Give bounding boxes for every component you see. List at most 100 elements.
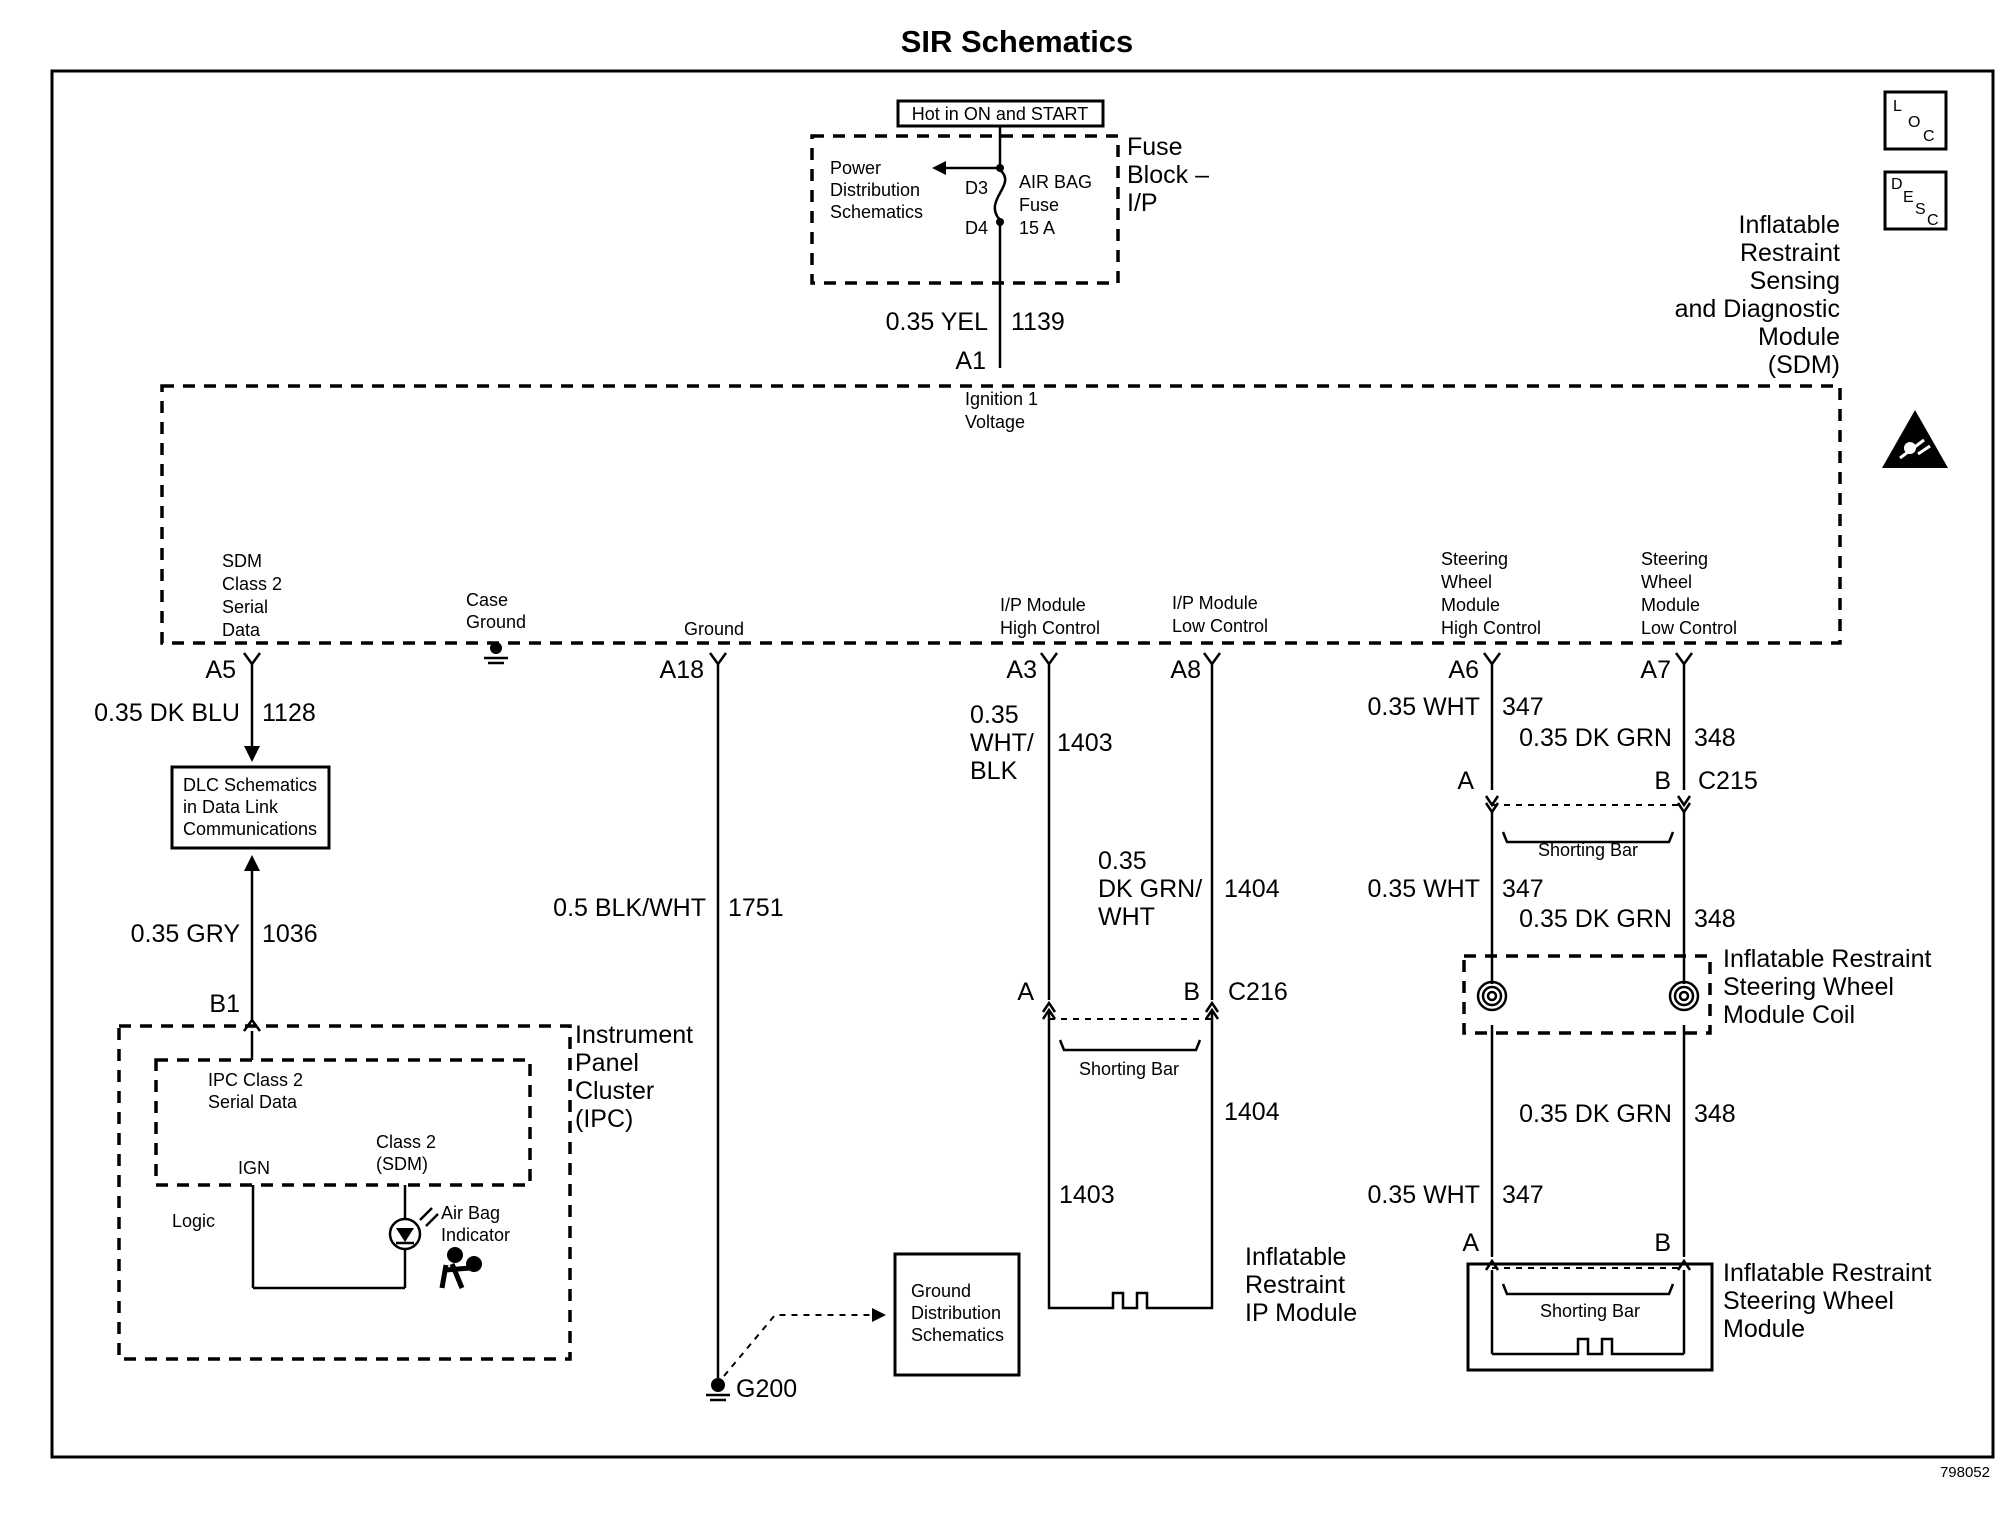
desc-icon[interactable]: D E S C: [1883, 170, 1948, 231]
svg-text:DLC Schematics: DLC Schematics: [183, 775, 317, 795]
svg-text:High Control: High Control: [1000, 618, 1100, 638]
pin-d3-label: D3: [965, 178, 988, 198]
sw-module-pin-a: A: [1462, 1229, 1479, 1257]
ipc-class2-sdm-label: Class 2 (SDM): [376, 1132, 436, 1174]
pin-a18-label: A18: [660, 656, 704, 684]
c215-pin-b: B: [1654, 767, 1671, 795]
svg-text:(SDM): (SDM): [376, 1154, 428, 1174]
c215-label: C215: [1698, 767, 1758, 795]
wire-ip-low-label: 0.35 DK GRN/ WHT 1404: [1098, 847, 1280, 931]
wire-ground: [708, 652, 728, 1378]
case-ground-symbol: [484, 642, 508, 665]
svg-text:L: L: [1893, 98, 1902, 115]
airbag-fuse-label: AIR BAG Fuse 15 A: [1019, 172, 1092, 238]
wire-data-sdm: [242, 652, 262, 762]
pin-a3-label: A3: [1006, 656, 1037, 684]
svg-text:(SDM): (SDM): [1768, 351, 1840, 379]
svg-text:0.35: 0.35: [1098, 847, 1147, 875]
svg-text:Inflatable: Inflatable: [1739, 211, 1840, 239]
svg-text:Ground: Ground: [911, 1281, 971, 1301]
svg-text:Ground: Ground: [466, 612, 526, 632]
svg-text:O: O: [1908, 114, 1920, 131]
sw-module-internal-circuit: [1490, 1267, 1686, 1354]
svg-text:0.35 DK GRN: 0.35 DK GRN: [1519, 1100, 1672, 1128]
wire-ip-low-lower-label: 1404: [1224, 1098, 1280, 1126]
svg-text:0.35 DK GRN: 0.35 DK GRN: [1519, 724, 1672, 752]
ipc-name-label: Instrument Panel Cluster (IPC): [575, 1021, 693, 1133]
svg-text:Module: Module: [1641, 595, 1700, 615]
svg-text:Class 2: Class 2: [376, 1132, 436, 1152]
sw-module-shorting-bar-label: Shorting Bar: [1540, 1301, 1640, 1321]
svg-text:BLK: BLK: [970, 757, 1018, 785]
svg-text:Inflatable: Inflatable: [1245, 1243, 1346, 1271]
svg-text:Case: Case: [466, 590, 508, 610]
sdm-name-label: Inflatable Restraint Sensing and Diagnos…: [1675, 211, 1840, 379]
airbag-fuse: [993, 126, 1007, 368]
airbag-warning-icon: [1882, 410, 1948, 468]
ip-module-deployment-loop: [1047, 1291, 1214, 1310]
sw-coil-label: Inflatable Restraint Steering Wheel Modu…: [1723, 945, 1932, 1029]
c216-pin-b: B: [1183, 978, 1200, 1006]
svg-text:0.35 WHT: 0.35 WHT: [1367, 693, 1480, 721]
svg-text:Steering: Steering: [1641, 549, 1708, 569]
svg-text:Air Bag: Air Bag: [441, 1203, 500, 1223]
sdm-ip-high-label: I/P Module High Control: [1000, 595, 1100, 638]
svg-text:Ignition 1: Ignition 1: [965, 389, 1038, 409]
c215-shorting-bar: [1501, 831, 1675, 844]
ipc-outline: [117, 1024, 572, 1361]
svg-text:Distribution: Distribution: [911, 1303, 1001, 1323]
pin-d4-label: D4: [965, 218, 988, 238]
svg-text:347: 347: [1502, 693, 1544, 721]
svg-text:Steering: Steering: [1441, 549, 1508, 569]
dlc-label: DLC Schematics in Data Link Communicatio…: [183, 775, 317, 839]
svg-text:0.35 YEL: 0.35 YEL: [886, 308, 989, 336]
g200-ground-symbol: [706, 1378, 730, 1402]
sdm-sw-high-label: Steering Wheel Module High Control: [1441, 549, 1541, 638]
svg-text:Instrument: Instrument: [575, 1021, 693, 1049]
pin-a7-label: A7: [1640, 656, 1671, 684]
svg-text:E: E: [1903, 189, 1914, 206]
sdm-ignition-label: Ignition 1 Voltage: [965, 389, 1038, 432]
loc-icon[interactable]: L O C: [1883, 90, 1948, 151]
wire-ground-label: 0.5 BLK/WHT 1751: [553, 894, 783, 922]
airbag-indicator-label: Air Bag Indicator: [441, 1203, 510, 1245]
svg-text:Schematics: Schematics: [830, 202, 923, 222]
ground-distribution-box[interactable]: [893, 1252, 1021, 1377]
dlc-box[interactable]: [170, 765, 331, 850]
svg-text:348: 348: [1694, 724, 1736, 752]
svg-text:Distribution: Distribution: [830, 180, 920, 200]
svg-text:Restraint: Restraint: [1245, 1271, 1345, 1299]
sw-module-shorting-bar: [1501, 1283, 1675, 1296]
svg-text:Low Control: Low Control: [1641, 618, 1737, 638]
svg-text:Inflatable Restraint: Inflatable Restraint: [1723, 945, 1932, 973]
svg-text:0.35 DK BLU: 0.35 DK BLU: [94, 699, 240, 727]
wire-ip-high-label: 0.35 WHT/ BLK 1403: [970, 701, 1113, 785]
svg-text:Serial: Serial: [222, 597, 268, 617]
svg-text:Module: Module: [1723, 1315, 1805, 1343]
svg-text:IP Module: IP Module: [1245, 1299, 1357, 1327]
c215-pin-a: A: [1457, 767, 1474, 795]
svg-text:15 A: 15 A: [1019, 218, 1055, 238]
power-distribution-ref[interactable]: Power Distribution Schematics: [830, 158, 923, 222]
svg-text:I/P Module: I/P Module: [1000, 595, 1086, 615]
svg-text:I/P: I/P: [1127, 189, 1158, 217]
wire-data-ipc-label: 0.35 GRY 1036: [131, 920, 318, 948]
svg-text:Data: Data: [222, 620, 261, 640]
c216-shorting-bar-label: Shorting Bar: [1079, 1059, 1179, 1079]
svg-text:0.35 DK GRN: 0.35 DK GRN: [1519, 905, 1672, 933]
svg-text:Communications: Communications: [183, 819, 317, 839]
svg-text:WHT/: WHT/: [970, 729, 1034, 757]
svg-text:SDM: SDM: [222, 551, 262, 571]
svg-text:C: C: [1923, 128, 1935, 145]
ipc-class2-label: IPC Class 2 Serial Data: [208, 1070, 303, 1112]
svg-text:Indicator: Indicator: [441, 1225, 510, 1245]
c216-shorting-bar: [1058, 1039, 1202, 1052]
svg-text:1751: 1751: [728, 894, 784, 922]
fuse-block-outline: [810, 134, 1120, 285]
svg-text:Schematics: Schematics: [911, 1325, 1004, 1345]
svg-text:0.5 BLK/WHT: 0.5 BLK/WHT: [553, 894, 706, 922]
svg-text:Panel: Panel: [575, 1049, 639, 1077]
svg-text:0.35 GRY: 0.35 GRY: [131, 920, 241, 948]
svg-text:Steering Wheel: Steering Wheel: [1723, 973, 1894, 1001]
hot-in-on-start-label: Hot in ON and START: [912, 104, 1088, 124]
